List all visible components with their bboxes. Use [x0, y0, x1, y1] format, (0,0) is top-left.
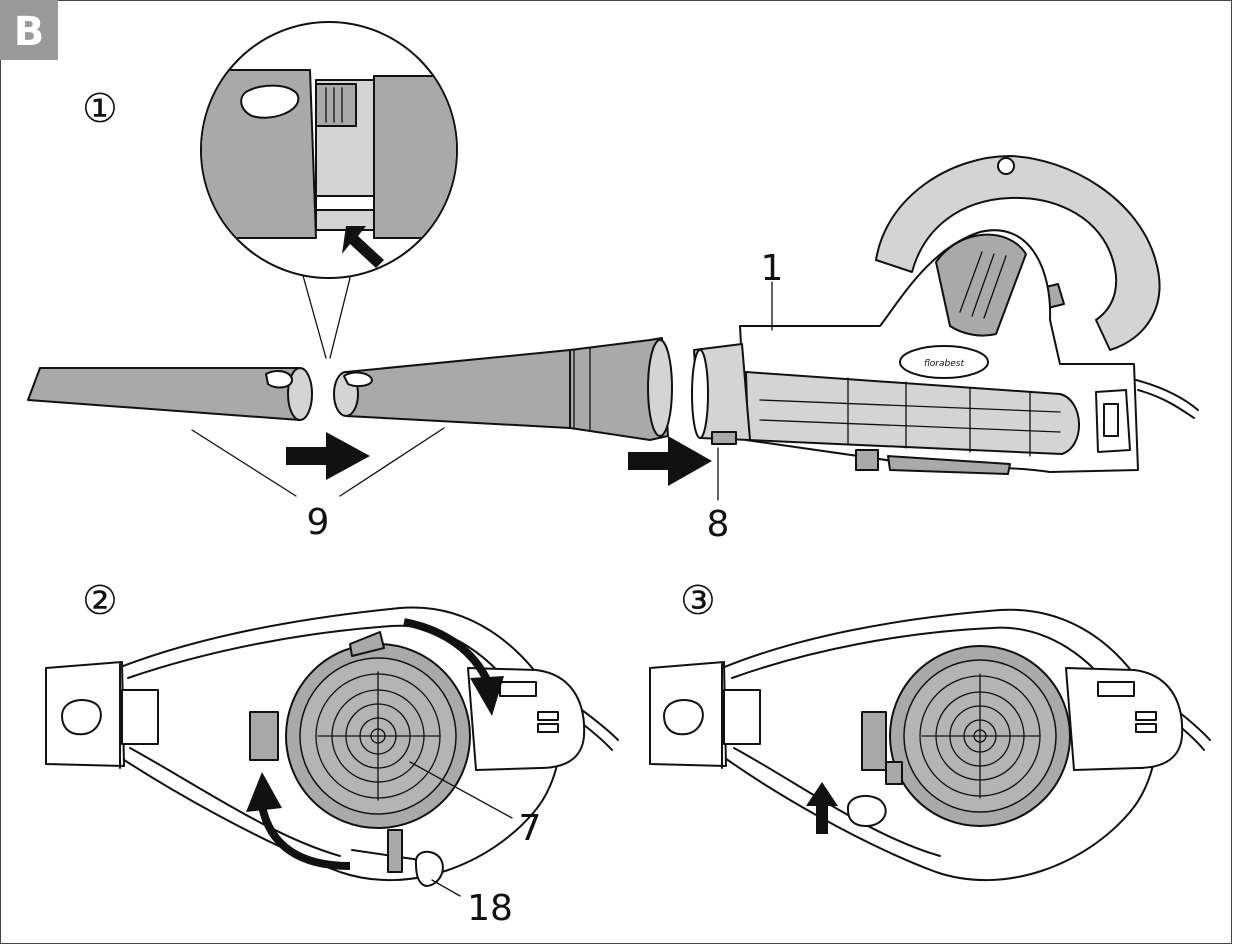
blower-unit: florabest: [691, 155, 1199, 475]
label-18: 18: [467, 888, 513, 929]
label-8: 8: [707, 504, 730, 545]
blower-bottom-view-step-2: [45, 606, 619, 887]
blower-bottom-view-step-3: [649, 608, 1211, 882]
step-1-number: ①: [82, 86, 118, 132]
curved-arrow-icon: [258, 805, 351, 870]
step-3-number: ③: [680, 578, 716, 624]
curved-arrow-icon: [403, 618, 492, 684]
step-2-number: ②: [82, 578, 118, 624]
arrow-up-icon: [806, 782, 838, 834]
figure-badge: B: [0, 0, 58, 60]
arrow-right-icon: [286, 432, 370, 480]
label-9: 9: [307, 502, 330, 543]
brand-logo: florabest: [924, 359, 964, 369]
label-7: 7: [519, 808, 542, 849]
arrow-right-icon: [628, 436, 712, 486]
blow-tube-front: [27, 367, 313, 421]
zoom-detail: [200, 21, 458, 359]
label-1: 1: [761, 248, 784, 289]
blow-tube-rear: [333, 337, 673, 441]
badge-letter: B: [14, 9, 45, 55]
pointer-arrow-icon: [342, 226, 384, 268]
